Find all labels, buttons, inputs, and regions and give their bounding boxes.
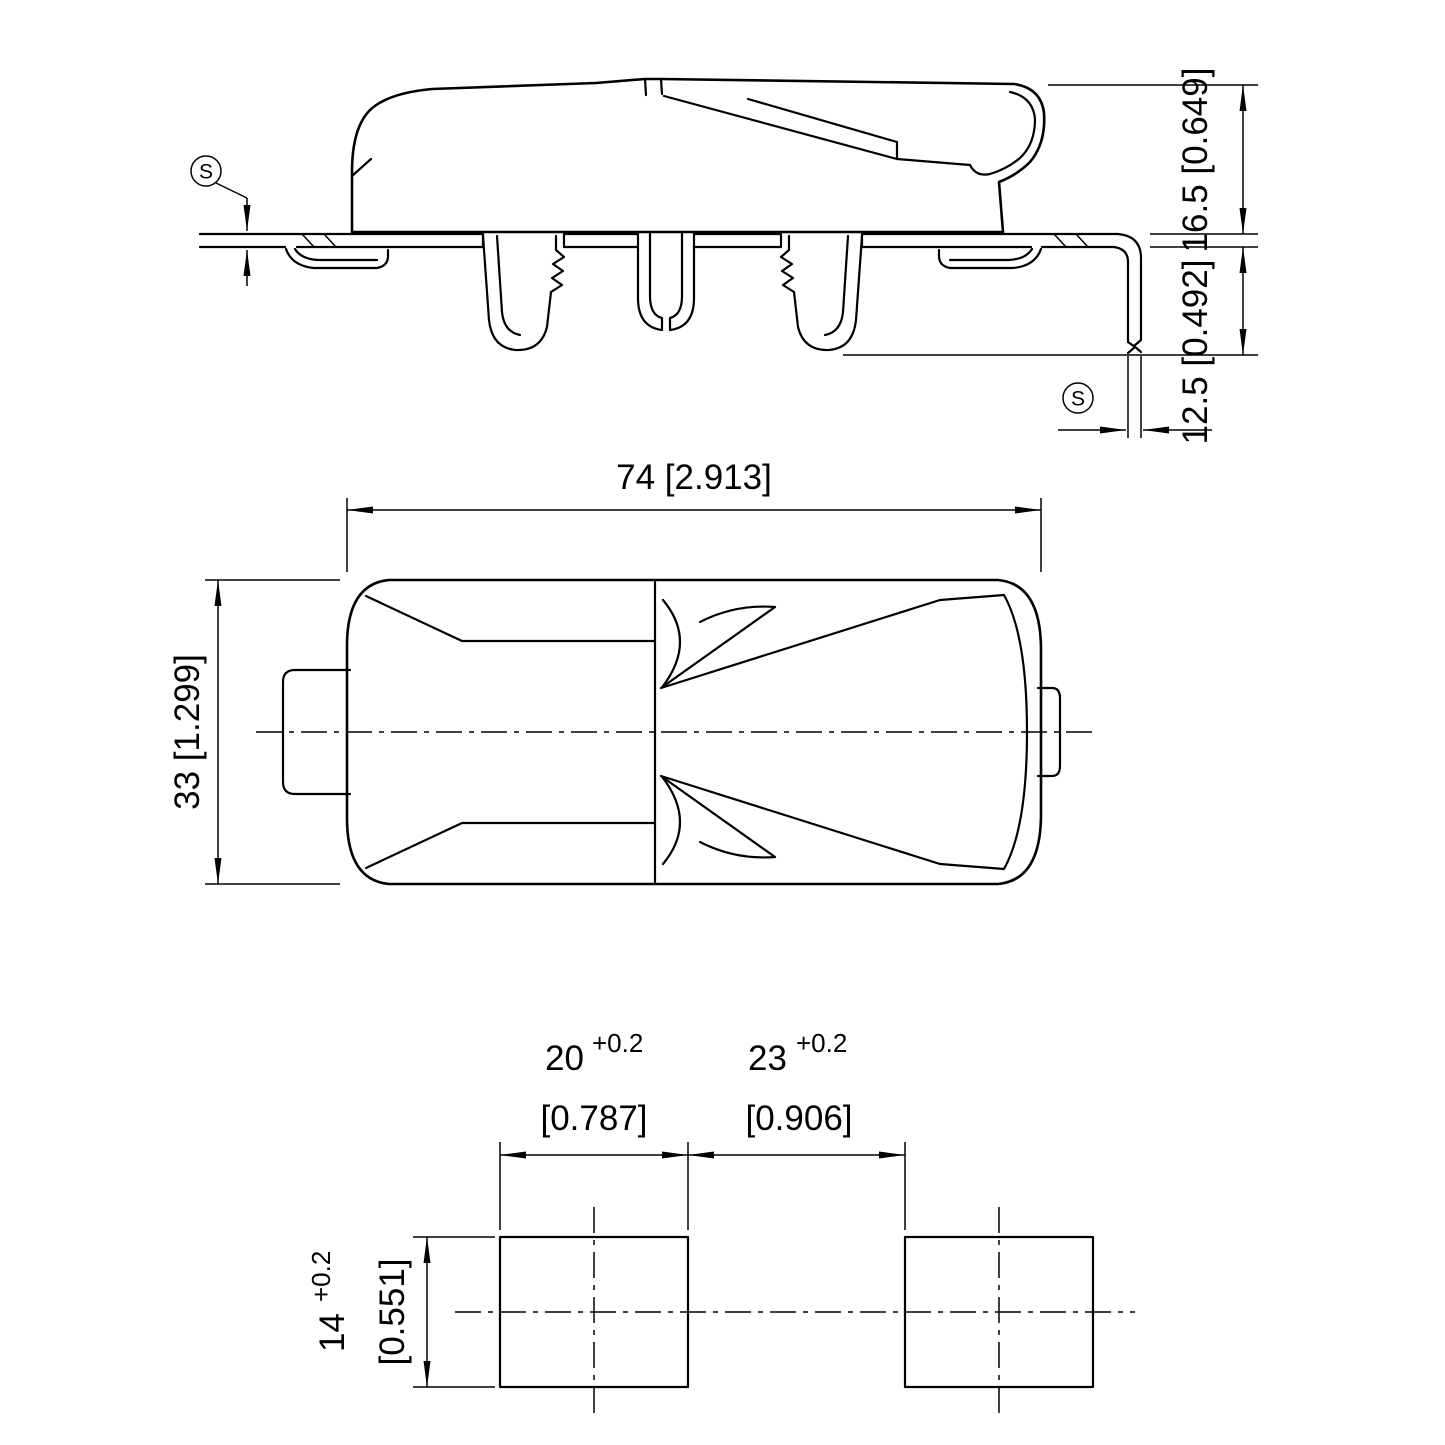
thickness-symbol-left: S <box>199 161 213 184</box>
dim-label-12-5: 12.5 [0.492] <box>1176 260 1215 445</box>
side-view: 16.5 [0.649] 12.5 [0.492] S S <box>190 68 1258 445</box>
cover-top-notch <box>643 77 664 97</box>
dim-label-14: 14 <box>313 1313 352 1352</box>
dimension-slot-width: 20 +0.2 [0.787] <box>499 1028 689 1230</box>
right-spring-arm <box>937 247 1043 270</box>
left-leg-serration <box>549 234 566 294</box>
cutout-holes <box>455 1207 1135 1420</box>
left-spring-arm <box>284 247 390 270</box>
dimension-height-33: 33 [1.299] <box>168 579 340 885</box>
cover-left-tick <box>350 157 373 178</box>
ext-lines-33 <box>205 579 340 885</box>
plan-body <box>256 578 1092 886</box>
cutout-view: 20 +0.2 [0.787] 23 +0.2 [0.906] 14 +0.2 … <box>306 1028 1135 1420</box>
thickness-callout-right: S <box>1058 356 1212 438</box>
panel-hole-edges <box>481 232 864 249</box>
center-hook-left <box>636 232 664 332</box>
ext-lines-74 <box>346 498 1042 572</box>
dim-inch-23: [0.906] <box>745 1099 852 1138</box>
cover-outline <box>350 77 1046 234</box>
thickness-symbol-circle-left <box>190 155 222 187</box>
dim-inch-20: [0.787] <box>540 1099 647 1138</box>
left-leg-inner <box>495 234 522 337</box>
thickness-symbol-circle-right <box>1062 382 1094 414</box>
cover-creases <box>662 94 972 167</box>
plan-left-tab <box>281 668 352 796</box>
dim-label-16-5: 16.5 [0.649] <box>1176 68 1215 253</box>
plan-body-outline <box>345 578 1043 886</box>
ext-lines-16-5 <box>1048 84 1258 235</box>
thickness-callout-left: S <box>190 155 251 286</box>
plan-view: 74 [2.913] 33 [1.299] <box>168 458 1092 886</box>
left-leg-outline <box>481 234 553 352</box>
cover-tail-inner <box>968 90 1037 176</box>
dim-tol-23: +0.2 <box>796 1028 847 1058</box>
dimension-height-lower: 12.5 [0.492] <box>843 246 1258 445</box>
dimension-slot-height: 14 +0.2 [0.551] <box>306 1236 495 1388</box>
flange-break-line <box>1126 338 1143 355</box>
flange-ext-lines <box>1127 356 1142 438</box>
plan-right-tab <box>1036 686 1062 778</box>
panel-right-flange <box>1112 232 1143 344</box>
plan-bottom-dart <box>659 774 942 866</box>
right-leg-serration <box>779 234 796 294</box>
thickness-symbol-right: S <box>1071 388 1085 411</box>
center-hook-right <box>668 232 696 332</box>
dim-label-23: 23 <box>748 1039 787 1078</box>
dim-label-20: 20 <box>545 1039 584 1078</box>
dim-tol-20: +0.2 <box>592 1028 643 1058</box>
snap-legs <box>481 232 864 352</box>
dim-label-74: 74 [2.913] <box>616 458 772 497</box>
dimension-slot-gap: 23 +0.2 [0.906] <box>688 1028 906 1230</box>
right-leg-inner <box>823 234 850 337</box>
plan-left-facets <box>364 594 657 870</box>
dim-tol-14: +0.2 <box>306 1251 336 1302</box>
dimension-height-upper: 16.5 [0.649] <box>1048 68 1258 253</box>
right-leg-outline <box>792 234 864 352</box>
dimension-width-74: 74 [2.913] <box>346 458 1042 572</box>
panel-sheet <box>198 232 1143 355</box>
spring-arms <box>284 247 1043 270</box>
cover-profile <box>350 77 1046 234</box>
dim-label-33: 33 [1.299] <box>168 654 207 810</box>
panel-section-ticks <box>301 233 1089 248</box>
dim-inch-14: [0.551] <box>373 1258 412 1365</box>
ext-lines-14 <box>413 1236 495 1388</box>
thickness-leader-left <box>215 182 248 199</box>
plan-top-dart <box>659 598 942 690</box>
